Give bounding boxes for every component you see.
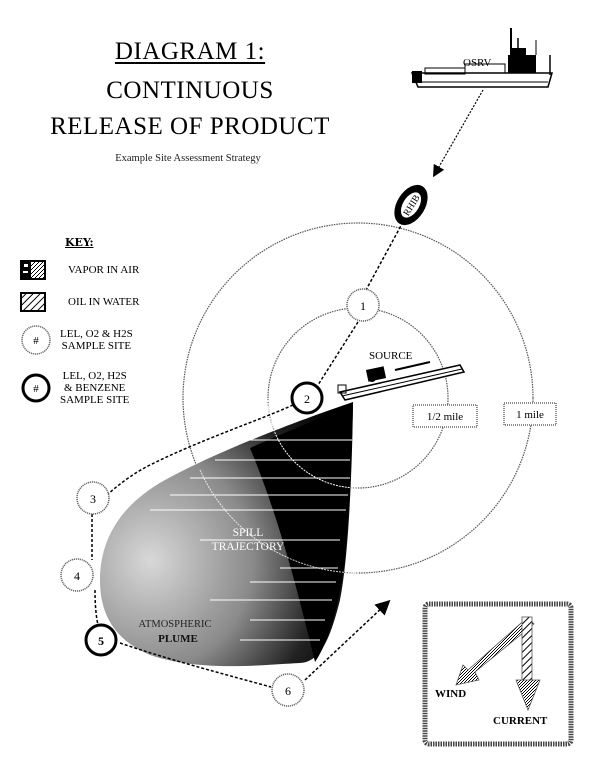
key-item-thick-circle: # LEL, O2, H2S & BENZENE SAMPLE SITE: [20, 370, 129, 406]
oil-swatch-icon: [20, 292, 46, 312]
key-label-thin-circle: LEL, O2 & H2S SAMPLE SITE: [60, 328, 133, 352]
svg-text:#: #: [33, 383, 39, 395]
svg-text:2: 2: [304, 392, 310, 406]
sample-site-4[interactable]: 4: [60, 558, 94, 592]
key-label-vapor: VAPOR IN AIR: [68, 264, 140, 276]
sample-site-5[interactable]: 5: [84, 623, 118, 657]
outer-ring-1-mile: [182, 222, 534, 574]
key-label-oil: OIL IN WATER: [68, 296, 140, 308]
title-line-3: RELEASE OF PRODUCT: [50, 113, 330, 140]
title-block: DIAGRAM 1: CONTINUOUS RELEASE OF PRODUCT: [0, 38, 380, 140]
site-6-direction-arrow: [304, 599, 391, 681]
key-item-thin-circle: # LEL, O2 & H2S SAMPLE SITE: [20, 324, 133, 356]
sample-site-1[interactable]: 1: [346, 288, 380, 322]
sample-site-3[interactable]: 3: [76, 481, 110, 515]
wind-label: WIND: [435, 688, 466, 700]
vapor-swatch-icon: [20, 260, 46, 280]
thin-circle-icon: #: [21, 325, 51, 355]
one-mile-label-box: 1 mile: [503, 402, 557, 426]
sample-site-2[interactable]: 2: [290, 381, 324, 415]
thick-circle-icon: #: [21, 373, 51, 403]
svg-text:1 mile: 1 mile: [516, 409, 544, 421]
svg-text:5: 5: [98, 634, 104, 648]
current-label: CURRENT: [493, 715, 548, 727]
svg-text:6: 6: [285, 684, 291, 698]
key-title: KEY:: [65, 236, 94, 249]
plume-label-1: ATMOSPHERIC: [139, 619, 212, 630]
spill-trajectory-label-1: SPILL: [233, 527, 264, 539]
source-tanker-icon: [337, 361, 466, 401]
spill-trajectory-label-2: TRAJECTORY: [212, 541, 285, 553]
diagram-number: DIAGRAM 1:: [114, 38, 266, 65]
key-label-thick-circle: LEL, O2, H2S & BENZENE SAMPLE SITE: [60, 370, 130, 406]
key-item-oil: OIL IN WATER: [20, 292, 140, 312]
svg-text:1/2 mile: 1/2 mile: [427, 411, 463, 423]
title-line-2: CONTINUOUS: [106, 77, 274, 104]
plume-label-2: PLUME: [158, 633, 198, 645]
osrv-label: OSRV: [463, 57, 492, 69]
subtitle: Example Site Assessment Strategy: [115, 153, 261, 164]
sample-route: [91, 221, 404, 688]
spill-trajectory-area: [100, 399, 359, 667]
svg-text:3: 3: [90, 492, 96, 506]
osrv-vessel-icon: [410, 28, 553, 88]
wind-current-box: [422, 601, 574, 747]
svg-text:4: 4: [74, 569, 80, 583]
svg-text:#: #: [33, 335, 39, 347]
rhib-icon: RHIB: [394, 184, 428, 226]
osrv-to-rhib-path: [433, 89, 484, 178]
key-item-vapor: VAPOR IN AIR: [20, 260, 139, 280]
half-mile-label-box: 1/2 mile: [412, 404, 478, 428]
sample-site-6[interactable]: 6: [271, 673, 305, 707]
source-label: SOURCE: [369, 350, 413, 362]
current-arrow-icon: [515, 616, 541, 712]
svg-text:1: 1: [360, 299, 366, 313]
